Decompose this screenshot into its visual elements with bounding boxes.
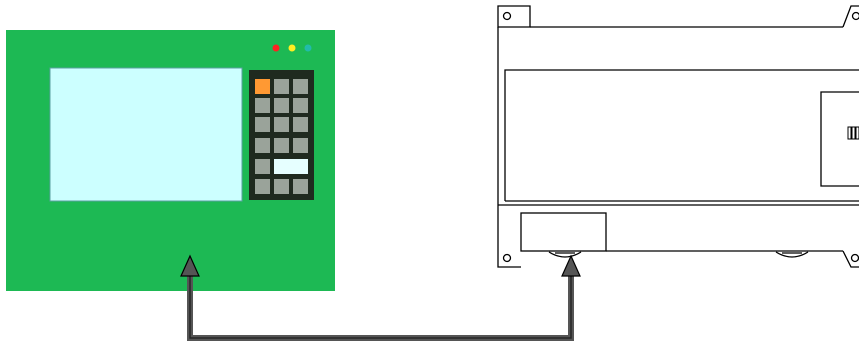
key[interactable] bbox=[293, 117, 308, 132]
key[interactable] bbox=[255, 159, 270, 174]
mount-hole-top-left bbox=[504, 13, 511, 20]
key-orange[interactable] bbox=[255, 79, 270, 94]
key[interactable] bbox=[255, 138, 270, 153]
mount-hole-top-right bbox=[853, 13, 859, 20]
key[interactable] bbox=[274, 98, 289, 113]
key[interactable] bbox=[293, 98, 308, 113]
key[interactable] bbox=[255, 117, 270, 132]
key-wide[interactable] bbox=[274, 159, 308, 174]
mount-hole-bottom-right bbox=[852, 255, 859, 262]
hmi-keypad bbox=[249, 70, 314, 200]
led-teal bbox=[305, 45, 312, 52]
connector-icon bbox=[848, 127, 859, 139]
arrow-up-right-icon bbox=[562, 256, 580, 276]
mount-hole-bottom-left bbox=[504, 255, 511, 262]
key[interactable] bbox=[293, 79, 308, 94]
key[interactable] bbox=[274, 179, 289, 194]
key[interactable] bbox=[274, 79, 289, 94]
key[interactable] bbox=[293, 138, 308, 153]
led-red bbox=[273, 45, 280, 52]
key[interactable] bbox=[274, 117, 289, 132]
plc-bottom-flange bbox=[498, 251, 521, 267]
plc-comm-port bbox=[521, 213, 606, 251]
key[interactable] bbox=[255, 179, 270, 194]
plc-upper-panel bbox=[505, 70, 859, 80]
key[interactable] bbox=[274, 138, 289, 153]
status-leds bbox=[273, 45, 312, 52]
plc-unit bbox=[498, 6, 859, 267]
led-yellow bbox=[289, 45, 296, 52]
hmi-screen bbox=[50, 68, 242, 201]
key[interactable] bbox=[293, 179, 308, 194]
key[interactable] bbox=[255, 98, 270, 113]
hmi-panel bbox=[6, 30, 335, 291]
plc-top-right-flange bbox=[843, 6, 859, 27]
plc-top-flange bbox=[498, 6, 530, 27]
